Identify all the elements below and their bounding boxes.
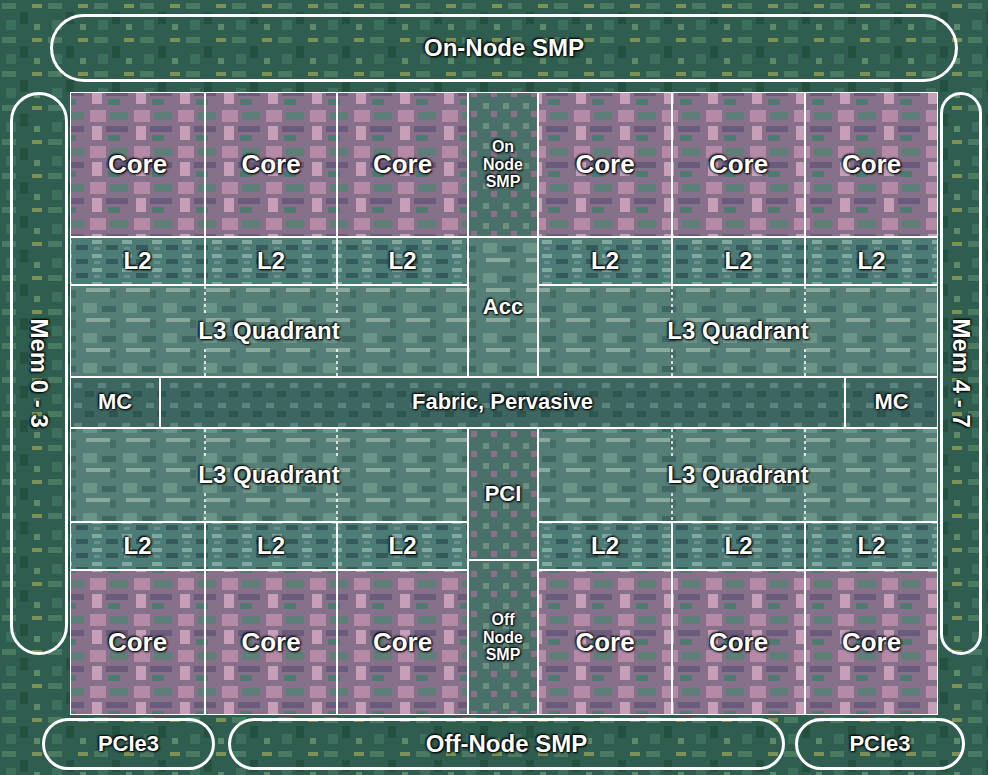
core-block: Core <box>672 92 805 237</box>
l2-block: L2 <box>538 522 672 570</box>
memory-controller: MC <box>70 377 160 428</box>
region-label: PCIe3 <box>849 732 910 756</box>
smp-band: On-Node SMP <box>50 14 958 82</box>
smp-block: Off Node SMP <box>468 560 538 715</box>
region-label: L3 Quadrant <box>198 462 339 488</box>
pci-block: PCI <box>468 428 538 560</box>
l2-block: L2 <box>70 237 205 285</box>
l3-quadrant: L3 Quadrant <box>538 428 938 522</box>
region-label: Core <box>108 628 167 657</box>
l2-block: L2 <box>70 522 205 570</box>
l2-block: L2 <box>805 237 938 285</box>
region-label: Core <box>373 628 432 657</box>
region-label: On Node SMP <box>483 138 523 191</box>
core-block: Core <box>70 92 205 237</box>
region-label: Core <box>373 150 432 179</box>
smp-band: Off-Node SMP <box>228 718 785 770</box>
region-label: L2 <box>388 533 416 559</box>
core-block: Core <box>70 570 205 715</box>
region-label: Fabric, Pervasive <box>412 390 593 414</box>
core-block: Core <box>672 570 805 715</box>
l2-block: L2 <box>337 522 468 570</box>
region-label: Off Node SMP <box>483 611 523 664</box>
region-label: Core <box>575 628 634 657</box>
core-block: Core <box>538 92 672 237</box>
region-label: L2 <box>257 533 285 559</box>
l3-quadrant: L3 Quadrant <box>538 285 938 377</box>
memory-band: Mem 0 - 3 <box>10 92 68 655</box>
region-label: Mem 4 - 7 <box>948 319 974 428</box>
region-label: L3 Quadrant <box>198 318 339 344</box>
region-label: MC <box>874 390 908 414</box>
l2-block: L2 <box>337 237 468 285</box>
region-label: Core <box>709 150 768 179</box>
region-label: L2 <box>123 248 151 274</box>
l2-block: L2 <box>805 522 938 570</box>
memory-controller: MC <box>845 377 938 428</box>
region-label: MC <box>98 390 132 414</box>
core-block: Core <box>205 92 337 237</box>
l2-block: L2 <box>672 522 805 570</box>
core-regions <box>70 92 938 715</box>
l2-block: L2 <box>538 237 672 285</box>
region-label: Core <box>842 150 901 179</box>
memory-band: Mem 4 - 7 <box>940 92 982 655</box>
region-label: L2 <box>857 533 885 559</box>
fabric-region <box>70 377 938 428</box>
l2-block: L2 <box>672 237 805 285</box>
core-block: Core <box>337 570 468 715</box>
fabric-block: Fabric, Pervasive <box>160 377 845 428</box>
region-label: L2 <box>724 533 752 559</box>
region-label: On-Node SMP <box>424 35 584 61</box>
accelerator-block: Acc <box>468 237 538 377</box>
region-label: Core <box>241 150 300 179</box>
core-block: Core <box>805 92 938 237</box>
region-label: L2 <box>724 248 752 274</box>
region-label: PCI <box>485 482 522 506</box>
region-label: Core <box>108 150 167 179</box>
region-label: Off-Node SMP <box>426 731 587 757</box>
pcie-band: PCIe3 <box>42 718 215 770</box>
region-label: L2 <box>857 248 885 274</box>
l3-quadrant: L3 Quadrant <box>70 428 468 522</box>
region-label: Core <box>842 628 901 657</box>
region-label: L2 <box>123 533 151 559</box>
region-label: L3 Quadrant <box>667 318 808 344</box>
region-label: L2 <box>591 533 619 559</box>
region-label: Acc <box>483 295 523 319</box>
core-block: Core <box>805 570 938 715</box>
l3-quadrant: L3 Quadrant <box>70 285 468 377</box>
l2-block: L2 <box>205 522 337 570</box>
region-label: Mem 0 - 3 <box>26 319 52 428</box>
region-label: Core <box>575 150 634 179</box>
region-label: L2 <box>591 248 619 274</box>
core-block: Core <box>205 570 337 715</box>
core-block: Core <box>538 570 672 715</box>
l2-regions <box>70 237 938 570</box>
region-label: Core <box>241 628 300 657</box>
region-label: Core <box>709 628 768 657</box>
region-label: L3 Quadrant <box>667 462 808 488</box>
pcie-band: PCIe3 <box>795 718 965 770</box>
smp-block: On Node SMP <box>468 92 538 237</box>
region-label: L2 <box>388 248 416 274</box>
region-label: PCIe3 <box>98 732 159 756</box>
l2-block: L2 <box>205 237 337 285</box>
core-block: Core <box>337 92 468 237</box>
region-label: L2 <box>257 248 285 274</box>
